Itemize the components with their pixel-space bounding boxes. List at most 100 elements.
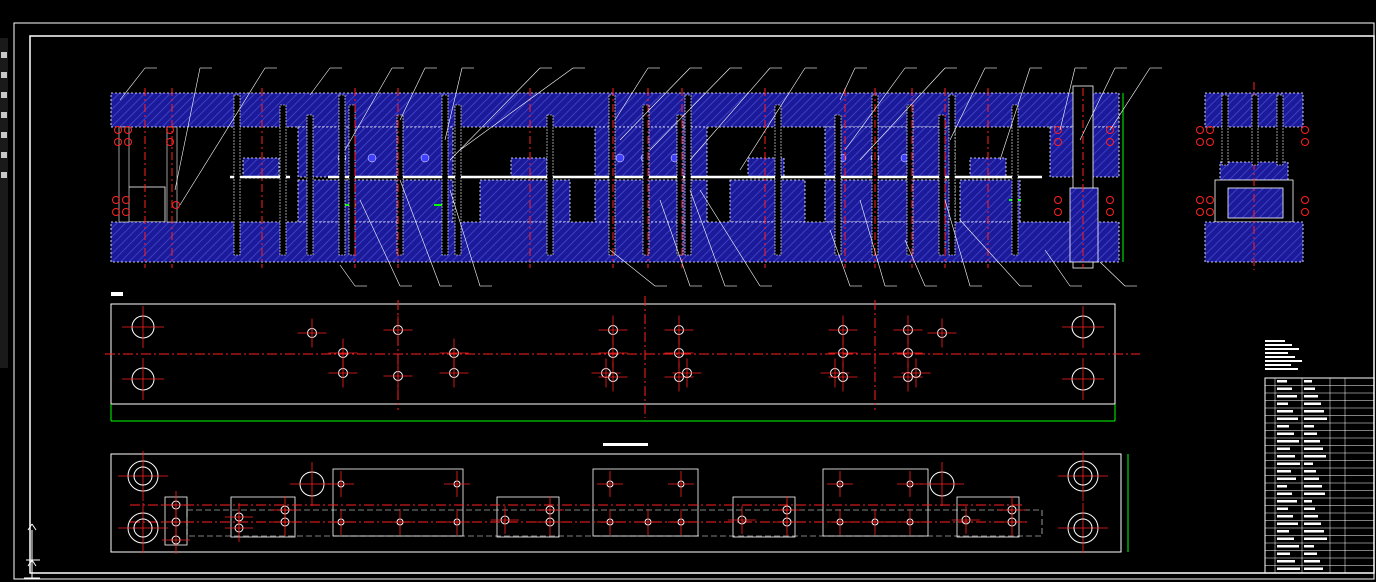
pin	[948, 94, 956, 256]
spring-coil	[1301, 138, 1309, 146]
toolbar-square-icon[interactable]	[1, 72, 7, 78]
title-cell-text	[1304, 492, 1325, 495]
note-line	[1265, 364, 1291, 366]
leader-line	[999, 67, 1031, 161]
pin	[608, 94, 616, 256]
spring-coil	[1106, 196, 1114, 204]
spring-coil	[1301, 196, 1309, 204]
title-cell-text	[1304, 447, 1323, 450]
pin	[306, 114, 314, 256]
leader-line	[309, 67, 331, 96]
title-cell-text	[1304, 530, 1324, 533]
title-cell-text	[1304, 560, 1320, 563]
title-cell-text	[1304, 500, 1312, 503]
pin	[546, 114, 554, 256]
stripper-block	[496, 496, 560, 538]
title-cell-text	[1304, 477, 1319, 480]
toolbar-square-icon[interactable]	[1, 112, 7, 118]
title-cell-text	[1304, 425, 1314, 428]
drawing-border	[29, 35, 1375, 574]
toolbar-square-icon[interactable]	[1, 132, 7, 138]
spring-coil	[112, 208, 120, 216]
title-cell-text	[1304, 522, 1321, 525]
leader-line	[119, 67, 146, 101]
pin	[1251, 94, 1259, 166]
spring-coil	[1196, 196, 1204, 204]
pin	[1011, 104, 1019, 256]
title-cell-text	[1277, 567, 1300, 570]
pin	[834, 114, 842, 256]
title-cell-text	[1304, 515, 1318, 518]
title-cell-text	[1304, 485, 1322, 488]
die-block-5	[729, 179, 806, 223]
title-cell-text	[1277, 500, 1297, 503]
spring-coil	[1301, 126, 1309, 134]
leader-line	[1079, 67, 1116, 141]
leader-line	[944, 199, 971, 287]
note-line	[1265, 360, 1302, 362]
title-cell-text	[1277, 492, 1292, 495]
spring-coil	[166, 126, 174, 134]
side-die-insert	[1227, 187, 1284, 219]
spring-coil	[1206, 138, 1214, 146]
spring-coil	[1206, 126, 1214, 134]
title-cell-text	[1277, 432, 1294, 435]
title-cell-text	[1304, 470, 1316, 473]
title-cell-text	[1304, 567, 1323, 570]
leader-line	[444, 67, 463, 141]
title-cell-text	[1277, 515, 1293, 518]
pin	[396, 114, 404, 256]
title-block	[1264, 340, 1375, 574]
stripper-block	[732, 496, 796, 538]
spring-coil	[1054, 196, 1062, 204]
spring-coil	[1106, 126, 1114, 134]
toolbar-square-icon[interactable]	[1, 92, 7, 98]
pin	[684, 94, 692, 256]
title-cell-text	[1304, 387, 1315, 390]
toolbar-square-icon[interactable]	[1, 52, 7, 58]
title-cell-text	[1277, 447, 1290, 450]
leader-line	[1099, 261, 1126, 287]
ball-bearing	[367, 153, 377, 163]
leader-line	[689, 67, 771, 161]
title-cell-text	[1277, 440, 1299, 443]
stripper-block	[956, 496, 1020, 538]
leader-line	[904, 239, 926, 287]
title-cell-text	[1304, 462, 1313, 465]
leader-line	[339, 264, 356, 287]
leader-line	[359, 199, 401, 287]
pin	[338, 94, 346, 256]
title-cell-text	[1277, 387, 1292, 390]
spring-coil	[1196, 208, 1204, 216]
leader-line	[739, 67, 806, 171]
view-label-marker	[603, 443, 648, 446]
title-cell-text	[1304, 417, 1327, 420]
note-line	[1265, 348, 1299, 350]
view-label-marker	[111, 292, 123, 296]
lower-plate-outline	[110, 453, 1122, 553]
leader-line	[689, 189, 726, 287]
leader-line	[1109, 67, 1151, 131]
ucs-axis-icon	[24, 523, 40, 579]
title-cell-text	[1277, 522, 1298, 525]
note-line	[1265, 356, 1295, 358]
spring-coil	[1196, 138, 1204, 146]
toolbar-square-icon[interactable]	[1, 172, 7, 178]
toolbar-square-icon[interactable]	[1, 152, 7, 158]
pin	[454, 104, 462, 256]
note-line	[1265, 340, 1285, 342]
leader-line	[614, 67, 649, 121]
punch-2	[510, 157, 548, 179]
leader-line	[1044, 249, 1071, 287]
die-block-4	[479, 179, 571, 223]
title-cell-text	[1277, 530, 1289, 533]
guide-bushing-right	[1069, 187, 1099, 263]
leader-line	[619, 67, 691, 141]
spring-coil	[1054, 208, 1062, 216]
upper-retainer-3	[824, 126, 956, 178]
title-cell-text	[1277, 410, 1293, 413]
title-cell-text	[1304, 455, 1326, 458]
spring-coil	[114, 138, 122, 146]
ball-bearing	[615, 153, 625, 163]
